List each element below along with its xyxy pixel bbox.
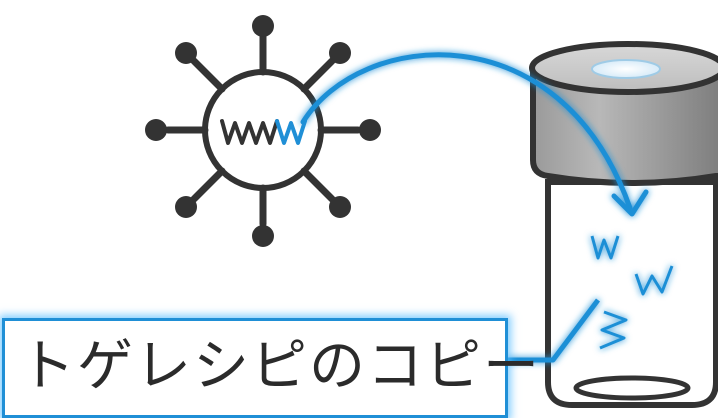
virus-icon: [145, 15, 381, 247]
curved-arrow-icon: [300, 52, 649, 217]
genome-wave-blue: [275, 119, 307, 145]
label-connector: [506, 298, 600, 363]
genome-copy-2: [634, 265, 674, 296]
copy-label-box: トゲレシピのコピー: [2, 318, 539, 418]
genome-copy-3: [599, 310, 628, 350]
vial-icon: [529, 41, 718, 408]
genome-copy-1: [590, 235, 620, 260]
genome-wave-dark: [220, 119, 279, 145]
genome-copies: [590, 235, 674, 350]
copy-label-text: トゲレシピのコピー: [19, 334, 541, 399]
